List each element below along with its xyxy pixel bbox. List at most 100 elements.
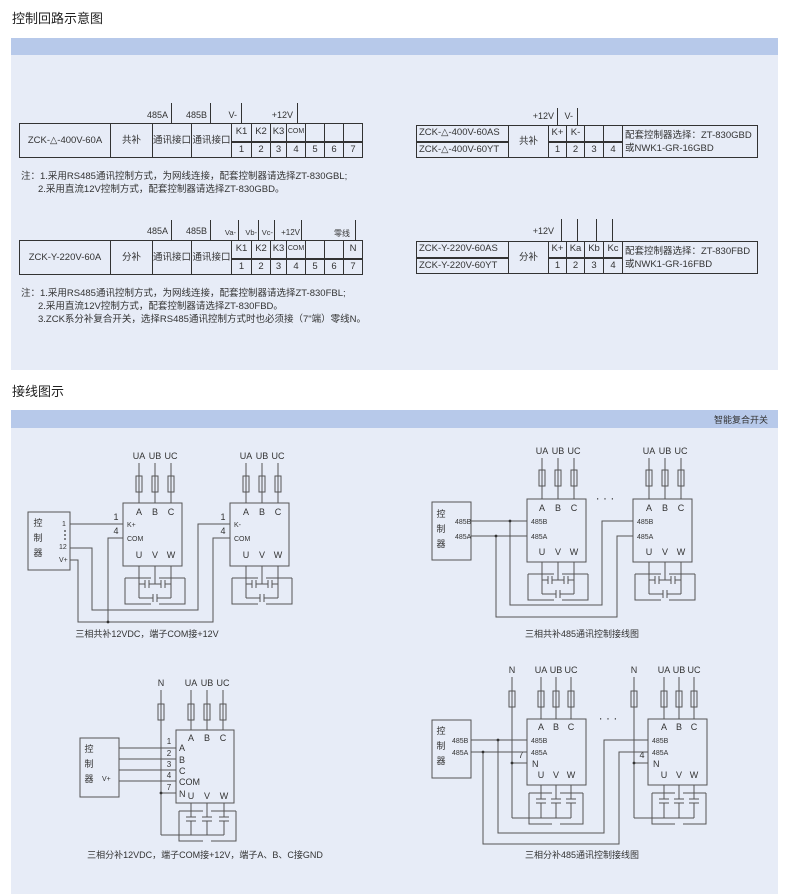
wire: [211, 811, 237, 842]
type-cell: 共补: [110, 123, 153, 158]
fuse-icon: [151, 475, 159, 493]
controller-label: 器: [436, 539, 445, 549]
top-label: Va-: [224, 228, 236, 237]
capacitor-gap: [145, 583, 149, 585]
switch-unit-box: [122, 502, 183, 567]
fuse-icon: [167, 475, 175, 493]
controller-box: [431, 501, 472, 561]
terminal-name: Kc: [603, 241, 623, 259]
switch-unit-box: [632, 498, 693, 563]
notes-2: 注：1.采用RS485通讯控制方式，为网线连接，配套控制器请选择ZT-830FB…: [21, 287, 366, 326]
fuse-icon: [157, 703, 165, 721]
capacitor-gap: [252, 583, 256, 585]
terminal-table-4: ZCK-Y-220V-60AS 分补 K+ Ka Kb Kc 配套控制器选择：Z…: [416, 241, 758, 274]
ellipsis-dot: [64, 534, 66, 536]
junction-dot: [106, 620, 110, 624]
top-label: Vb-: [245, 228, 257, 237]
controller-label: 控: [436, 508, 445, 519]
wire: [495, 535, 633, 618]
pin-label: V+: [102, 776, 111, 783]
capacitor-gap: [548, 579, 552, 581]
neutral-label: N: [158, 678, 165, 688]
terminal-line: [557, 108, 558, 125]
wire: [634, 574, 661, 601]
controller-label: 制: [33, 532, 42, 543]
phase-label: UC: [565, 665, 578, 675]
phase-label: UA: [643, 446, 656, 456]
wire-number: 4: [167, 771, 172, 780]
terminal-label: W: [677, 547, 686, 557]
wire-number: 3: [167, 760, 172, 769]
note-line: 3.ZCK系分补复合开关，选择RS485通讯控制方式时也必须接（7"端）零线N。: [38, 314, 366, 325]
input-label: COM: [234, 536, 251, 543]
pin-label: V+: [59, 557, 68, 564]
terminal-name: N: [343, 240, 363, 260]
capacitor-gap: [678, 799, 680, 803]
terminal-table-1: ZCK-△-400V-60A 共补 通讯接口 通讯接口 K1 K2 K3 COM…: [19, 123, 363, 158]
terminal-name: COM: [286, 240, 306, 260]
ellipsis: · · ·: [599, 711, 618, 725]
terminal-label: V: [259, 550, 265, 560]
terminal-number: 5: [305, 258, 325, 275]
wire: [159, 578, 186, 605]
note-line: 2.采用直流12V控制方式，配套控制器请选择ZT-830FBD。: [38, 301, 283, 312]
terminal-label: W: [220, 791, 229, 801]
terminal-label: W: [690, 770, 699, 780]
input-label: C: [179, 766, 186, 776]
fuse-icon: [203, 703, 211, 721]
junction-dot: [632, 761, 636, 765]
fuse-icon: [554, 469, 562, 487]
fuse-icon: [567, 690, 575, 708]
fuse-icon: [242, 475, 250, 493]
fuse-icon: [274, 475, 282, 493]
smart-switch-label: 智能复合开关: [713, 415, 768, 425]
junction-dot: [510, 761, 514, 765]
capacitor-gap: [556, 593, 560, 595]
fuse-icon: [538, 469, 546, 487]
diagram-caption: 三相共补12VDC，端子COM接+12V: [75, 628, 218, 639]
terminal-label: C: [168, 507, 175, 517]
terminal-label: C: [571, 503, 578, 513]
phase-label: UA: [240, 451, 253, 461]
input-label: K-: [234, 522, 242, 529]
terminal-label: V: [662, 547, 668, 557]
capacitor-gap: [663, 593, 667, 595]
terminal-label: U: [136, 550, 143, 560]
phase-label: UB: [201, 678, 214, 688]
phase-label: UA: [185, 678, 198, 688]
input-label: 485B: [637, 519, 654, 526]
fuse-icon: [675, 690, 683, 708]
wire: [669, 574, 696, 601]
phase-label: UB: [552, 446, 565, 456]
top-label: +12V: [271, 110, 293, 120]
terminal-name: [343, 123, 363, 143]
pin-label: 485A: [455, 534, 472, 541]
top-label: 485A: [146, 226, 168, 236]
capacitor-gap: [693, 799, 695, 803]
terminal-label: C: [691, 722, 698, 732]
terminal-label: U: [539, 547, 546, 557]
controller-label: 制: [436, 740, 445, 751]
ellipsis-dot: [64, 538, 66, 540]
terminal-label: B: [553, 722, 559, 732]
wire: [482, 751, 648, 845]
wire: [70, 523, 230, 611]
capacitor-gap: [223, 817, 225, 821]
phase-label: UC: [675, 446, 688, 456]
controller-box: [27, 511, 71, 571]
desc-line: 或NWK1-GR-16GBD: [625, 142, 714, 154]
fuse-icon: [660, 690, 668, 708]
terminal-table-3: ZCK-△-400V-60AS 共补 K+ K- 配套控制器选择：ZT-830G…: [416, 125, 758, 158]
wire: [497, 739, 648, 834]
input-label: 485A: [652, 750, 669, 757]
capacitor-gap: [260, 597, 264, 599]
terminal-label: W: [167, 550, 176, 560]
terminal-line: [596, 219, 597, 241]
input-label: A: [179, 743, 185, 753]
terminal-label: U: [243, 550, 250, 560]
terminal-line: [238, 220, 239, 240]
terminal-label: C: [568, 722, 575, 732]
fuse-icon: [677, 469, 685, 487]
terminal-number: 4: [603, 257, 623, 274]
fuse-icon: [661, 469, 669, 487]
